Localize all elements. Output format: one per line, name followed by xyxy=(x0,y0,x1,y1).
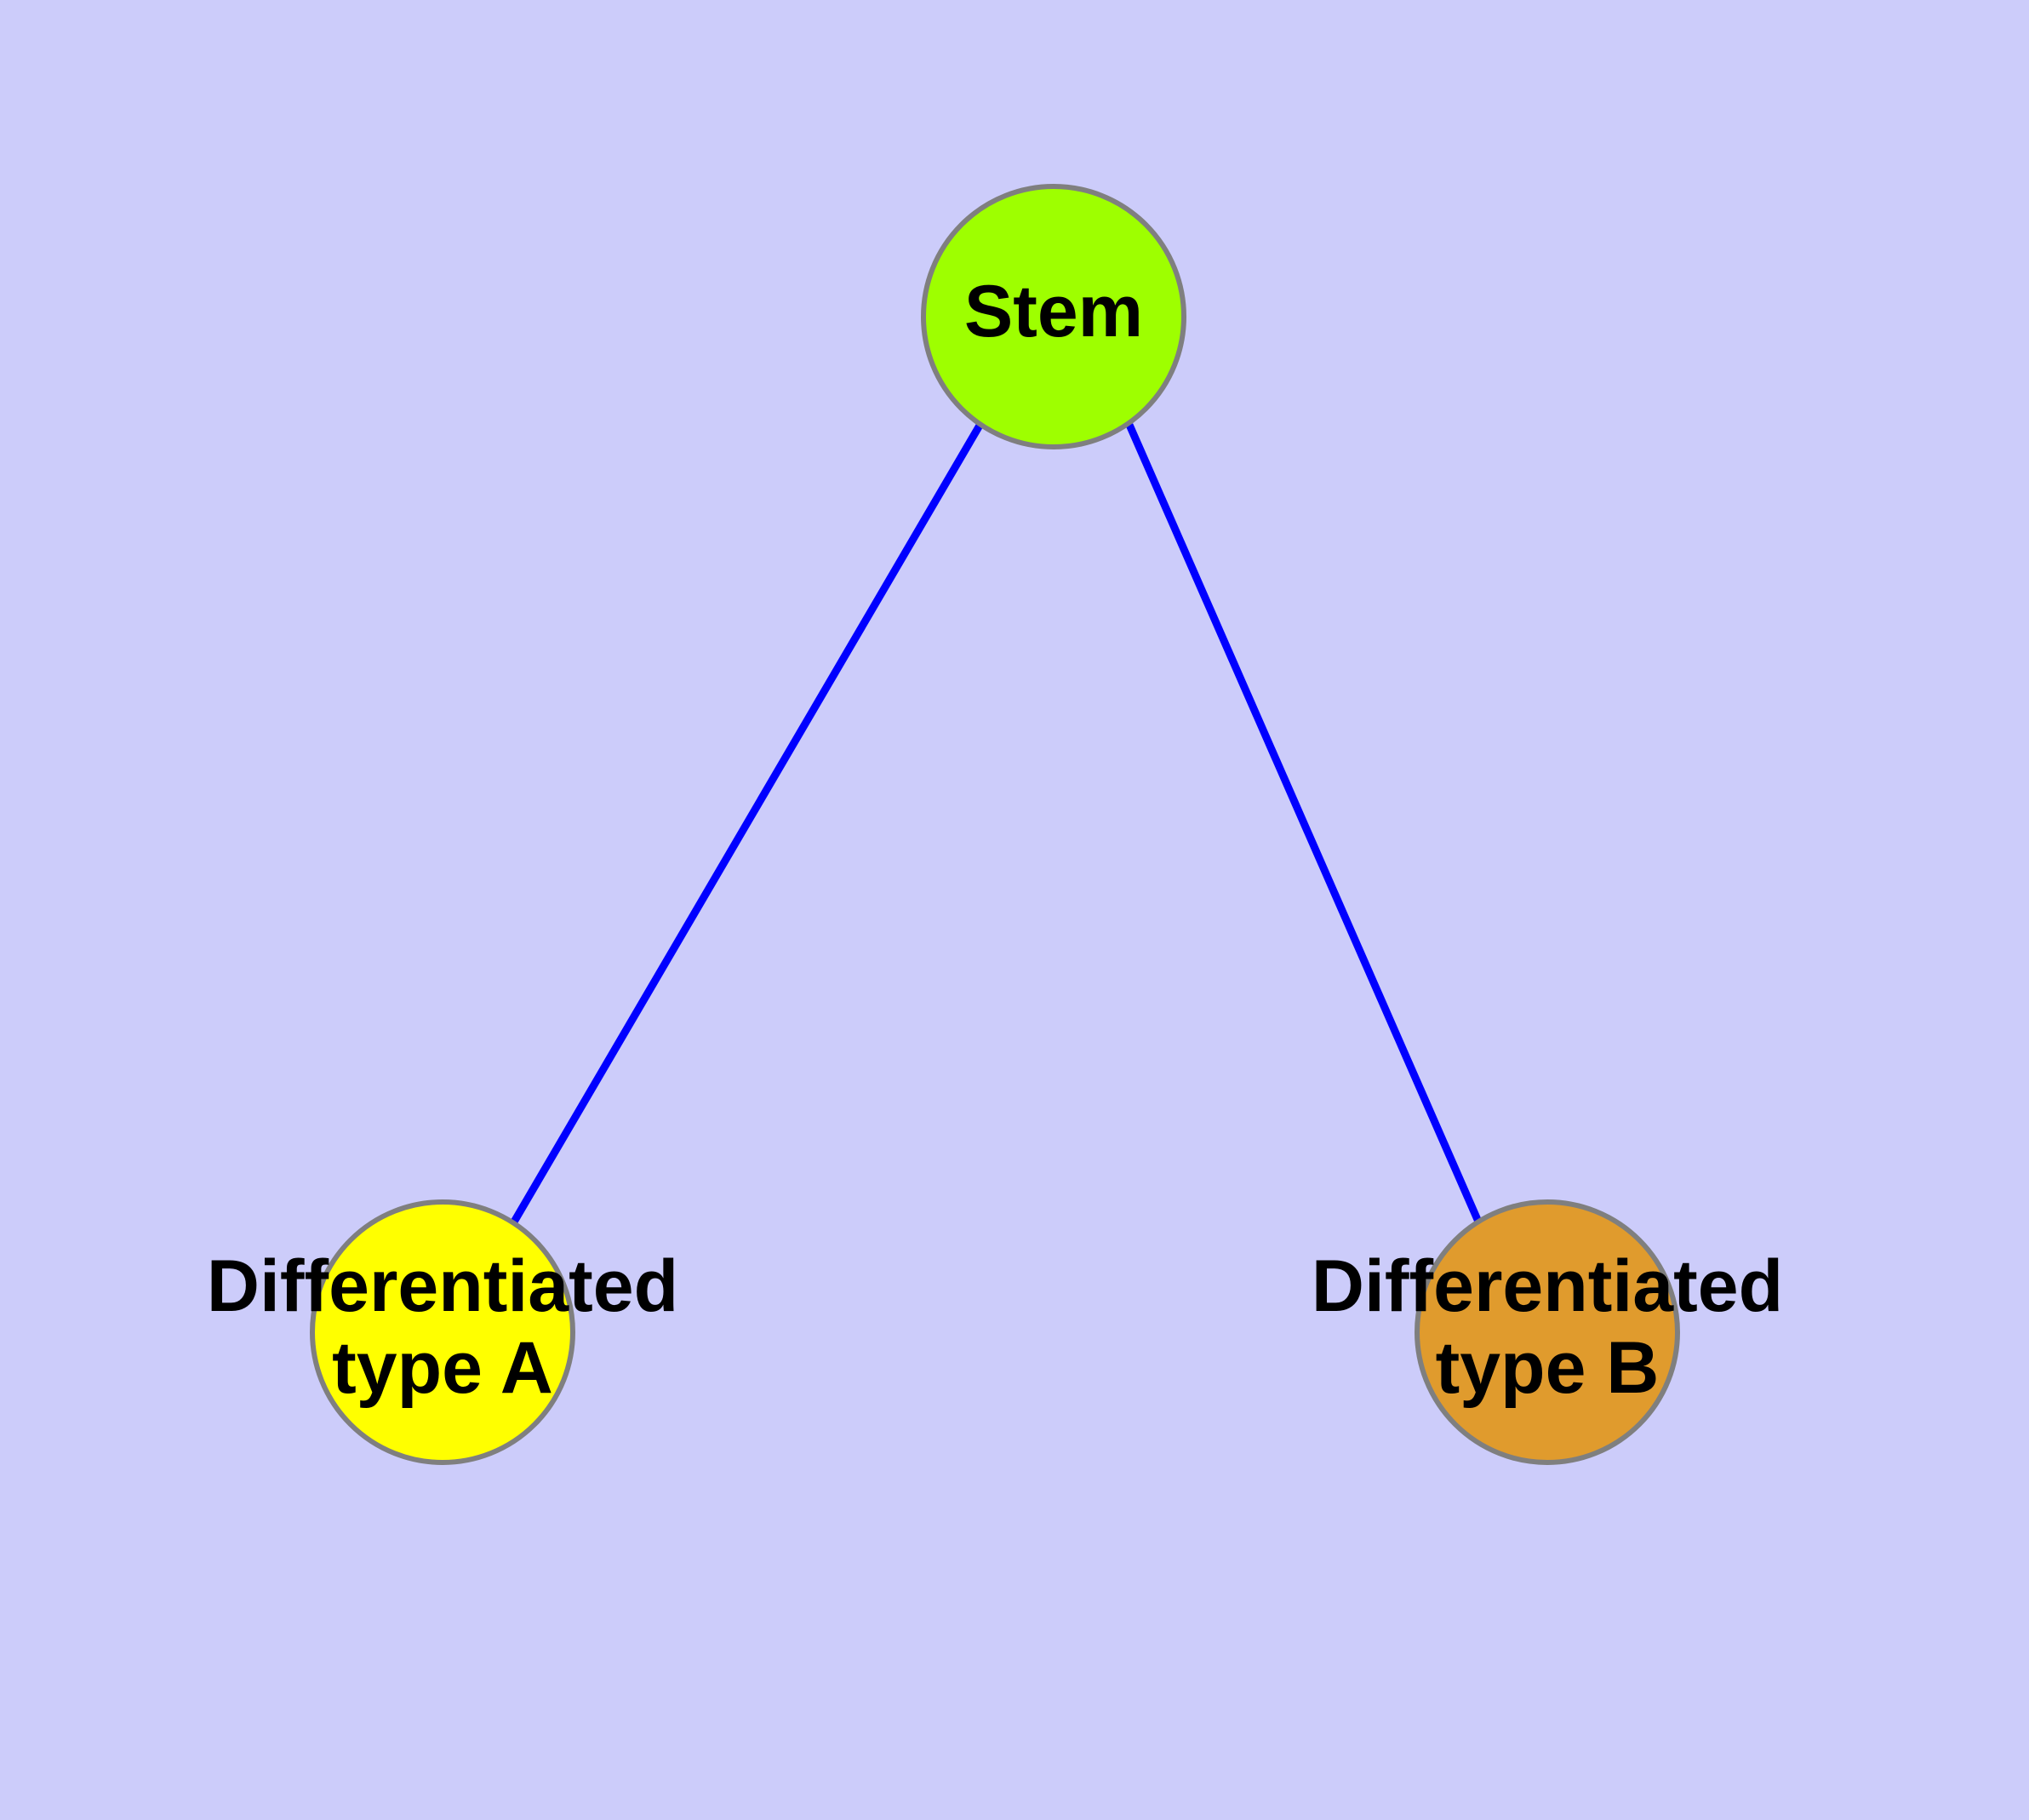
node-label-stem: Stem xyxy=(964,271,1143,352)
node-label-line: type B xyxy=(1436,1327,1660,1409)
node-label-line: Stem xyxy=(964,271,1143,352)
node-label-line: Differentiated xyxy=(1312,1245,1783,1327)
nodes-layer xyxy=(310,184,1680,1465)
graph-node-stem[interactable] xyxy=(921,184,1186,449)
edges-layer xyxy=(510,421,1483,1226)
node-label-line: Differentiated xyxy=(207,1245,678,1327)
graph-edge-stem-to-diff-a[interactable] xyxy=(510,421,984,1226)
graph-node-diff-a[interactable] xyxy=(310,1199,575,1465)
node-label-line: type A xyxy=(332,1327,553,1409)
graph-node-diff-b[interactable] xyxy=(1415,1199,1680,1465)
graph-edge-stem-to-diff-b[interactable] xyxy=(1125,423,1483,1223)
